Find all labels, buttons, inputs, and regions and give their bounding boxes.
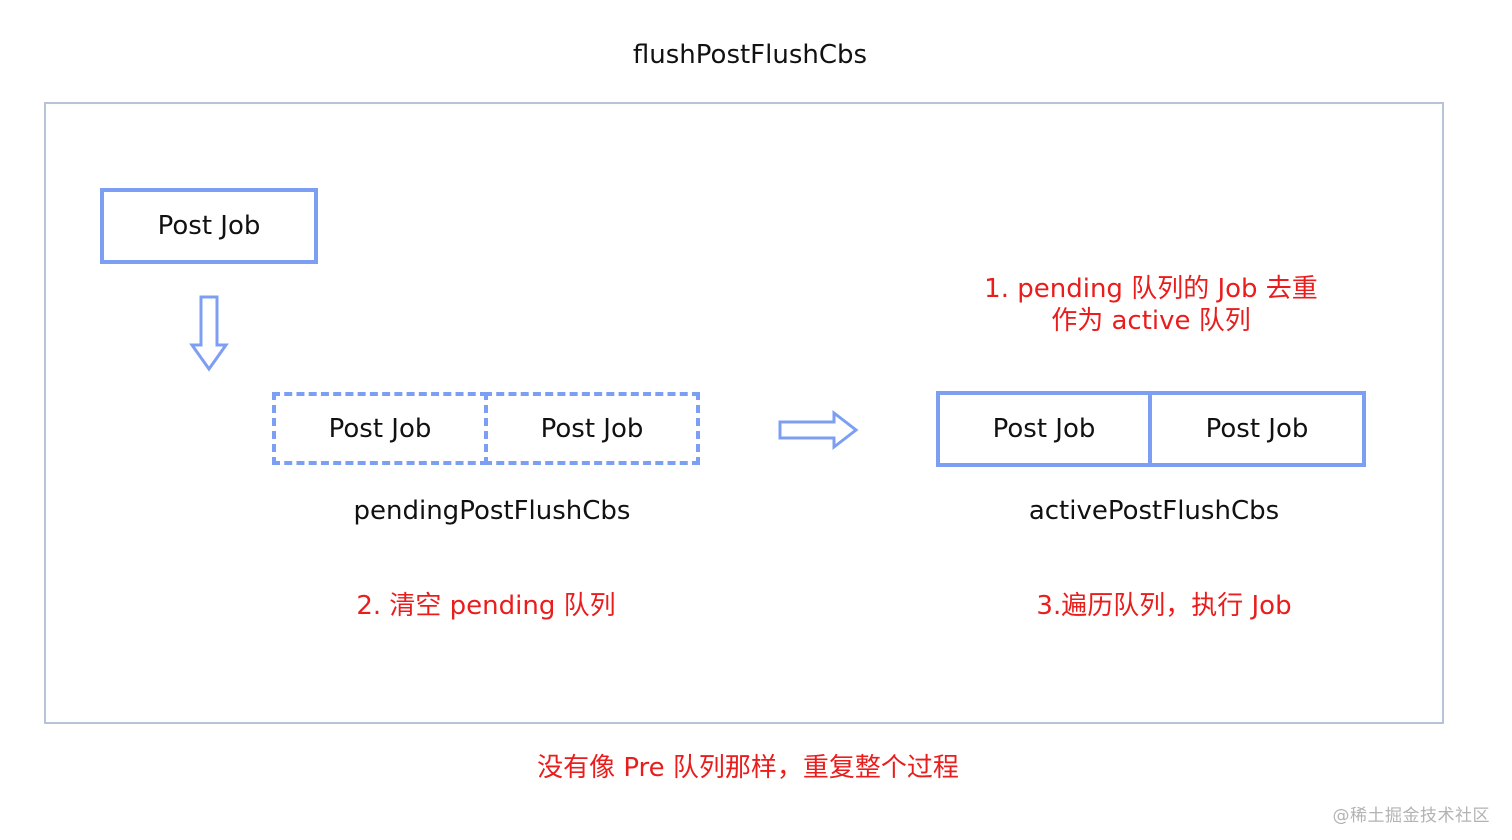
diagram-frame [44,102,1444,724]
pending-queue-job-1: Post Job [272,392,488,465]
incoming-post-job-label: Post Job [157,211,261,241]
watermark: @稀土掘金技术社区 [1332,806,1490,826]
diagram-title: flushPostFlushCbs [632,40,868,70]
pending-queue-label: pendingPostFlushCbs [353,496,631,526]
down-arrow-icon [189,295,229,372]
active-step-note: 3.遍历队列，执行 Job [1036,591,1292,621]
active-queue-job-1: Post Job [936,391,1152,467]
active-queue-label: activePostFlushCbs [1028,496,1280,526]
active-job-2-label: Post Job [1205,414,1309,444]
active-queue-job-2: Post Job [1148,391,1366,467]
incoming-post-job-box: Post Job [100,188,318,264]
active-note-line-1: 1. pending 队列的 Job 去重 [984,274,1318,304]
footer-note: 没有像 Pre 队列那样，重复整个过程 [537,753,959,783]
pending-queue-job-2: Post Job [484,392,700,465]
pending-step-note: 2. 清空 pending 队列 [356,591,616,621]
active-job-1-label: Post Job [992,414,1096,444]
pending-job-2-label: Post Job [540,413,644,444]
pending-job-1-label: Post Job [328,413,432,444]
right-arrow-icon [778,409,859,451]
active-note-line-2: 作为 active 队列 [1051,306,1251,336]
